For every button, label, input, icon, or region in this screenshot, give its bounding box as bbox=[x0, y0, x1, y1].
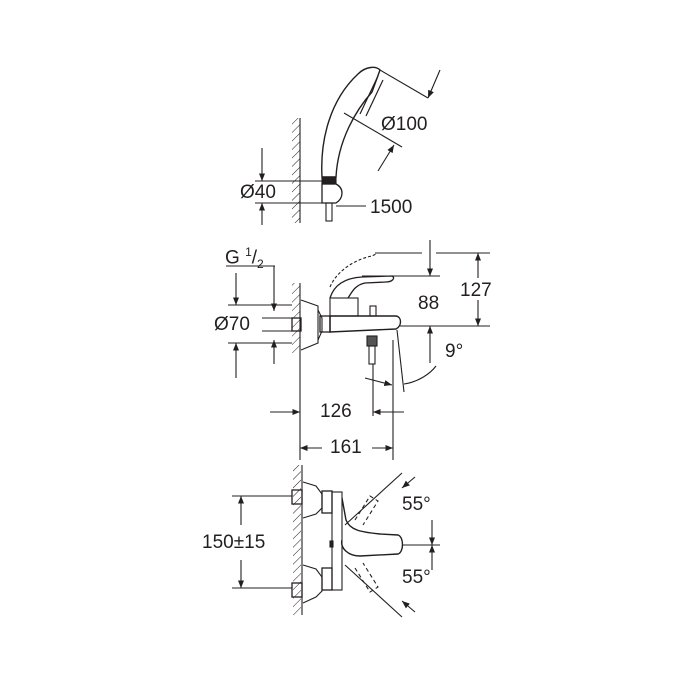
shower-handle bbox=[321, 66, 381, 178]
thread-numerator: 1 bbox=[245, 245, 252, 259]
spout-angle-label: 9° bbox=[445, 341, 464, 362]
rotation-down-label: 55° bbox=[402, 567, 431, 588]
shower-diameter-label: Ø100 bbox=[381, 114, 428, 135]
lever bbox=[329, 275, 395, 299]
holder-diameter-label: Ø40 bbox=[240, 182, 276, 203]
lever-top bbox=[341, 497, 404, 557]
wall-holder bbox=[321, 183, 343, 204]
hose-stub bbox=[325, 202, 333, 222]
hose-length-label: 1500 bbox=[370, 197, 413, 218]
connector bbox=[366, 335, 378, 347]
thread-letter: G bbox=[225, 247, 240, 269]
hand-shower-view bbox=[255, 66, 441, 225]
escutcheon-diameter-label: Ø70 bbox=[214, 314, 250, 335]
top-view bbox=[232, 465, 440, 618]
diverter-knob bbox=[369, 305, 377, 317]
total-projection-label: 161 bbox=[330, 437, 362, 458]
thread-denominator: 2 bbox=[257, 257, 264, 272]
outlet-projection-label: 126 bbox=[320, 401, 352, 422]
shower-face bbox=[359, 75, 384, 117]
spout-body bbox=[329, 315, 402, 333]
inlet-nut bbox=[291, 317, 302, 332]
escutcheon bbox=[300, 299, 319, 351]
hose-connector bbox=[368, 345, 376, 365]
lever-height-label: 127 bbox=[460, 280, 492, 301]
wall-hatch bbox=[292, 118, 300, 223]
lever-raised bbox=[329, 253, 377, 288]
rotation-up-label: 55° bbox=[402, 494, 431, 515]
spout-height-label: 88 bbox=[418, 293, 440, 314]
thread-label: G 1/2 bbox=[225, 245, 264, 272]
side-view bbox=[226, 240, 490, 460]
inlet-spacing-label: 150±15 bbox=[202, 532, 266, 553]
lever-base bbox=[329, 297, 359, 317]
holder-band bbox=[321, 176, 337, 185]
